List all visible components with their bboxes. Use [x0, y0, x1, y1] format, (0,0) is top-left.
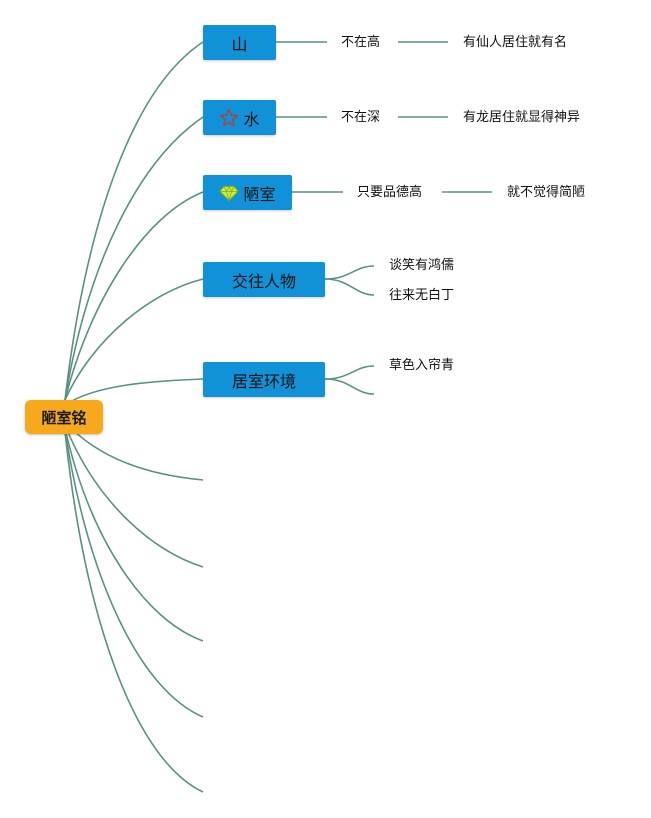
topic-loushi-label: 陋室	[243, 184, 276, 204]
topic-shan[interactable]: 山	[203, 25, 276, 60]
connector-jiaowang-1	[324, 265, 375, 280]
connector-root-jiaowang	[64, 278, 204, 401]
connector-juhuan-2	[324, 378, 375, 395]
topic-shui[interactable]: 水	[203, 100, 276, 135]
connector-jiaowang-2	[324, 278, 375, 296]
connector-root-empty-4	[64, 429, 204, 718]
topic-shan-label: 山	[231, 34, 248, 54]
subtopic-shan-2[interactable]: 有仙人居住就有名	[463, 35, 568, 50]
topic-juhuan[interactable]: 居室环境	[203, 362, 325, 397]
root-topic[interactable]: 陋室铭	[25, 400, 103, 434]
root-topic-label: 陋室铭	[41, 408, 87, 427]
connector-root-empty-3	[64, 427, 204, 642]
connector-root-empty-5	[64, 431, 204, 793]
subtopic-jiaowang-2[interactable]: 往来无白丁	[389, 288, 455, 303]
topic-shui-label: 水	[243, 109, 260, 129]
topic-loushi[interactable]: 陋室	[203, 175, 292, 210]
connector-juhuan-1	[324, 365, 375, 380]
connector-root-shui	[64, 116, 204, 401]
topic-jiaowang-label: 交往人物	[231, 271, 296, 291]
subtopic-loushi-2[interactable]: 就不觉得简陋	[507, 185, 586, 200]
subtopic-jiaowang-1[interactable]: 谈笑有鸿儒	[389, 258, 455, 273]
connector-root-loushi	[64, 191, 204, 401]
topic-jiaowang[interactable]: 交往人物	[203, 262, 325, 297]
subtopic-shui-2[interactable]: 有龙居住就显得神异	[463, 110, 581, 125]
star-outline-icon	[219, 108, 239, 128]
subtopic-juhuan-1[interactable]: 草色入帘青	[389, 358, 455, 373]
connector-root-empty-2	[64, 424, 204, 568]
subtopic-shan-1[interactable]: 不在高	[341, 35, 381, 50]
connector-root-empty-1	[64, 421, 204, 481]
connector-root-shan	[64, 41, 204, 401]
subtopic-shui-1[interactable]: 不在深	[341, 110, 381, 125]
topic-juhuan-label: 居室环境	[231, 371, 296, 391]
diamond-icon	[219, 183, 240, 203]
subtopic-loushi-1[interactable]: 只要品德高	[357, 185, 423, 200]
connector-root-juhuan	[64, 378, 204, 406]
